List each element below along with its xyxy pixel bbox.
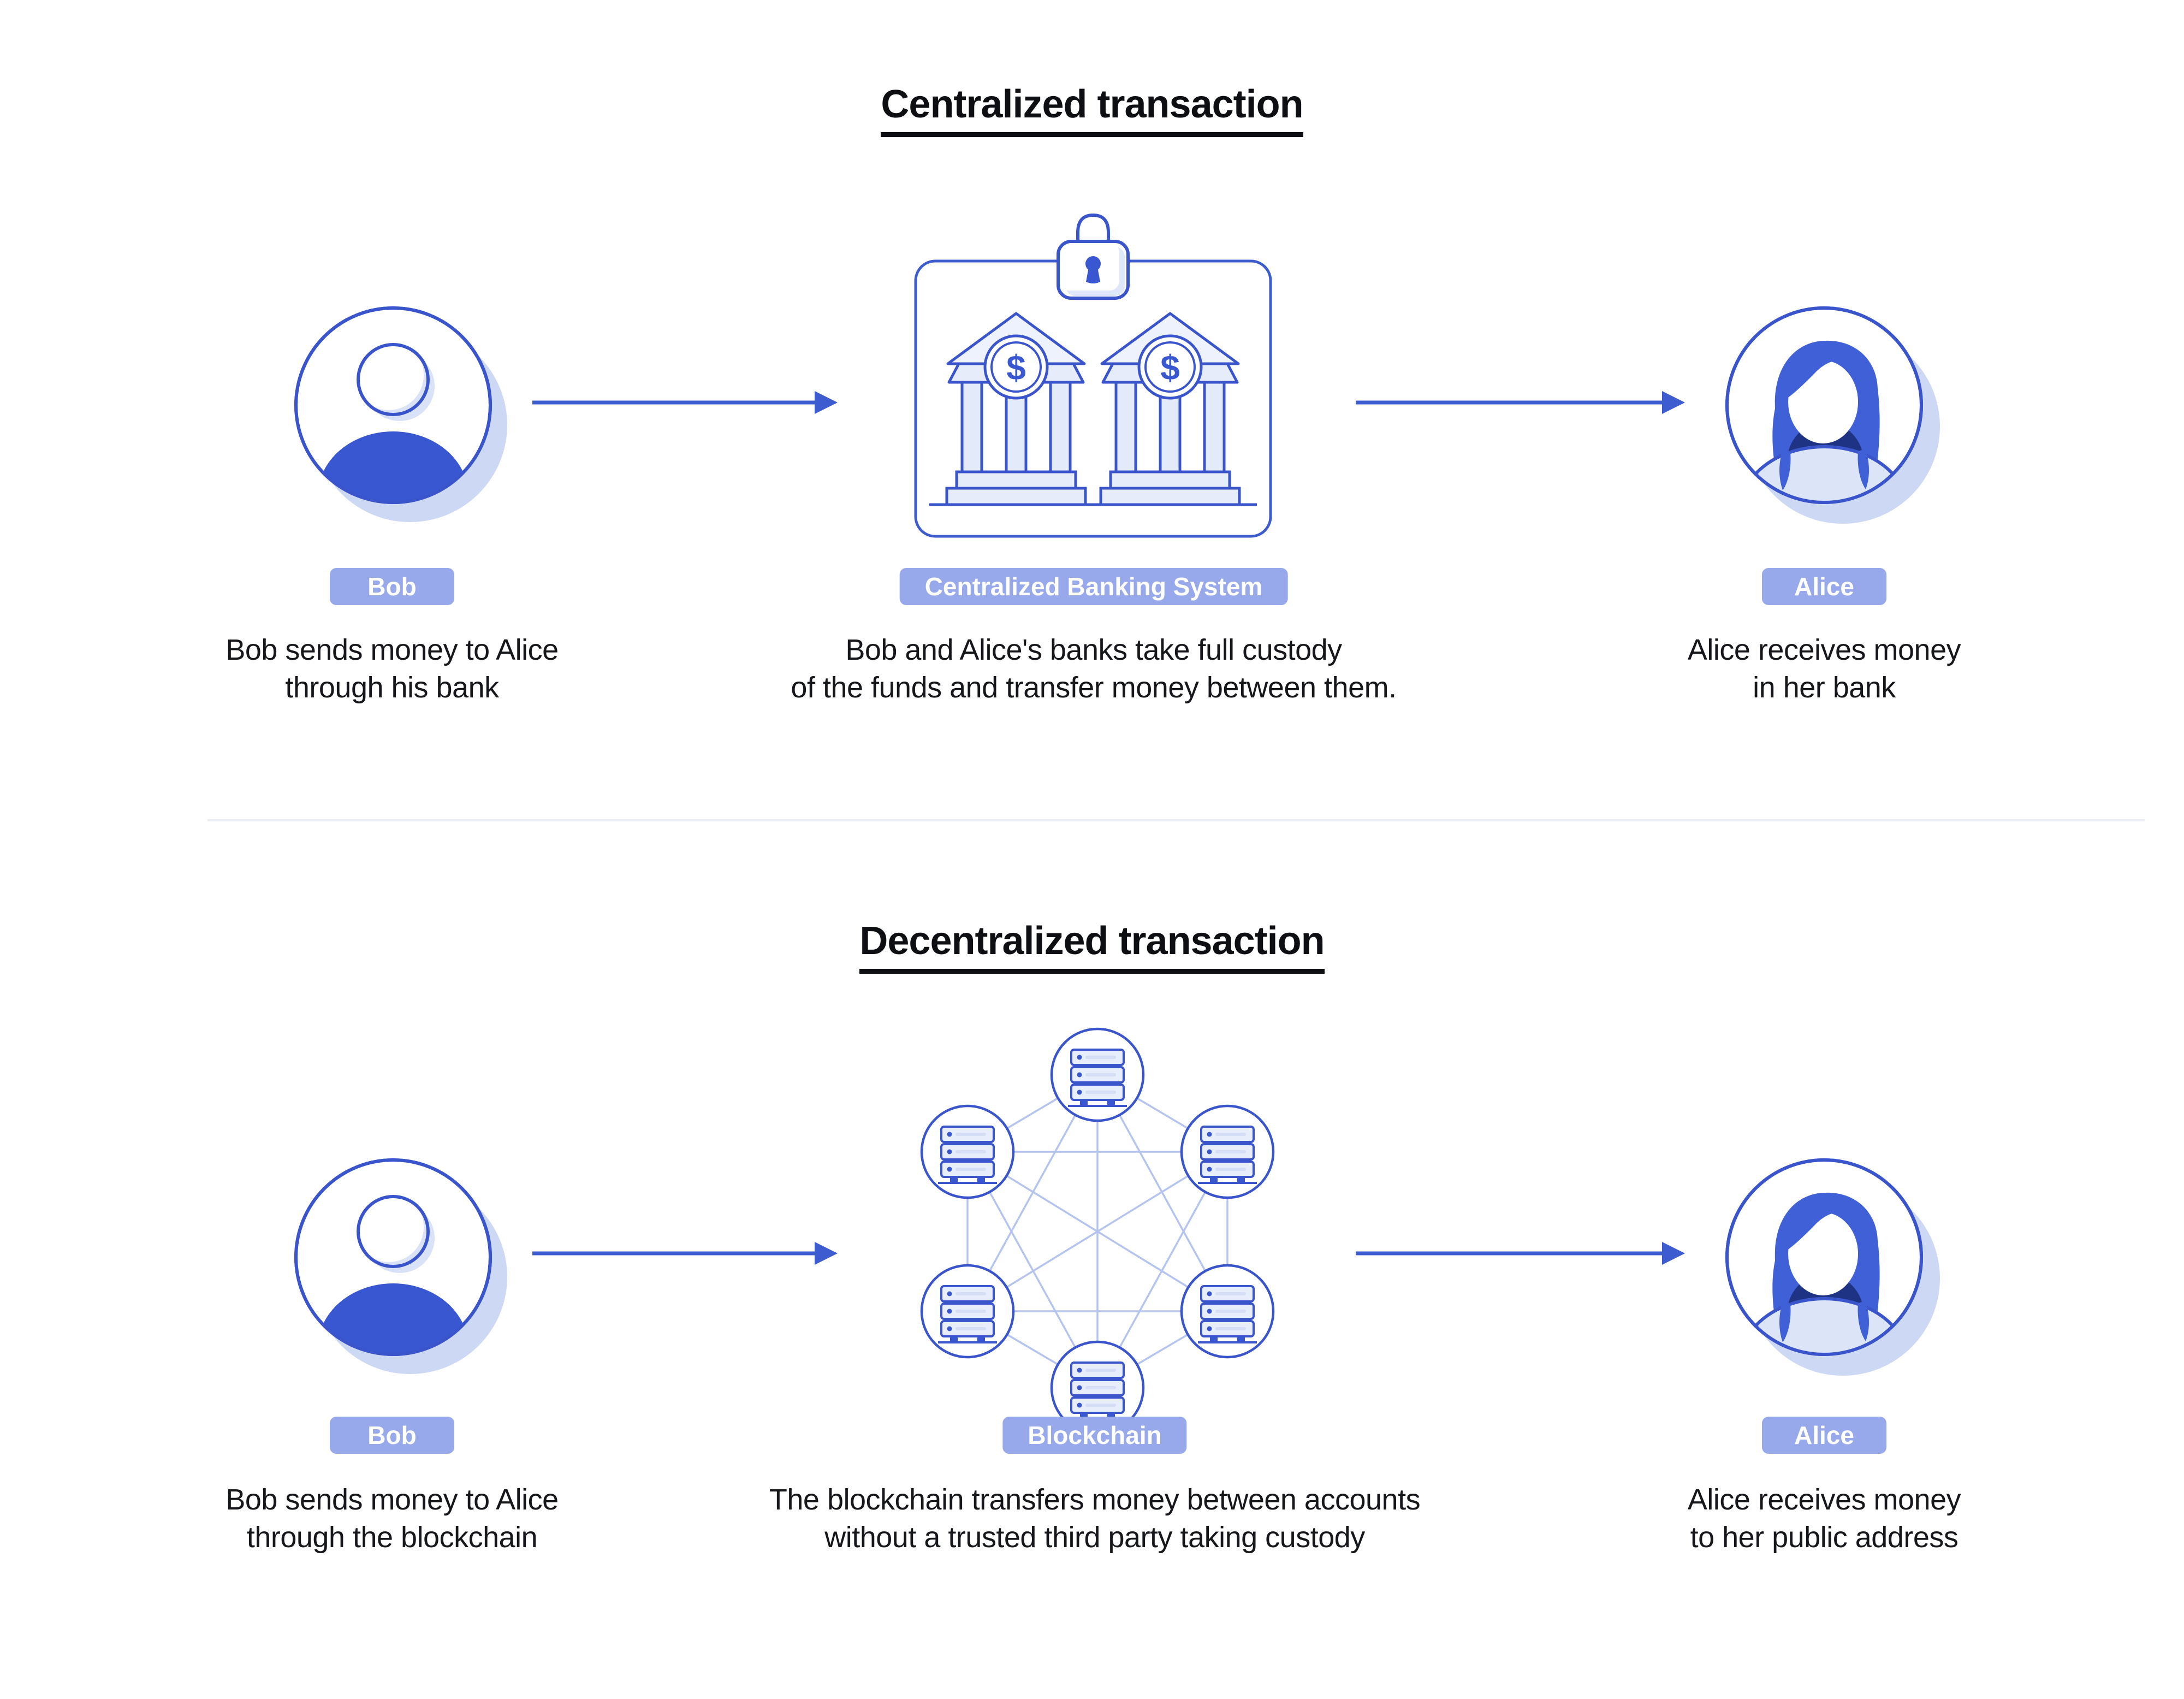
centralized-banking-system-badge: Centralized Banking System: [899, 568, 1288, 605]
server-node-icon: [1180, 1264, 1275, 1359]
bob-caption: Bob sends money to Alice through his ban…: [37, 631, 747, 707]
lock-icon: [1057, 213, 1130, 300]
system-caption: Bob and Alice's banks take full custody …: [739, 631, 1449, 707]
alice-avatar-icon: [1714, 295, 1954, 535]
server-node-icon: [920, 1104, 1015, 1199]
arrow-right-icon: [532, 1242, 838, 1265]
title-text: Centralized transaction: [881, 82, 1304, 137]
arrow-right-icon: [1356, 391, 1685, 414]
caption-line: Bob and Alice's banks take full custody: [845, 634, 1342, 666]
server-node-icon: [1050, 1340, 1145, 1431]
bob-avatar-icon: [283, 295, 523, 535]
caption-line: through his bank: [285, 671, 499, 704]
caption-line: through the blockchain: [246, 1521, 538, 1554]
alice-badge: Alice: [1762, 568, 1886, 605]
alice-avatar-icon: [1714, 1147, 1954, 1387]
title-text: Decentralized transaction: [859, 919, 1325, 974]
caption-line: of the funds and transfer money between …: [791, 671, 1397, 704]
server-node-icon: [1050, 1027, 1145, 1122]
server-node-icon: [1180, 1104, 1275, 1199]
bob-badge: Bob: [330, 568, 454, 605]
arrow-right-icon: [1356, 1242, 1685, 1265]
server-node-icon: [920, 1264, 1015, 1359]
blockchain-badge: Blockchain: [1002, 1417, 1187, 1454]
caption-line: Bob sends money to Alice: [225, 634, 559, 666]
bob-caption: Bob sends money to Alice through the blo…: [37, 1481, 747, 1556]
caption-line: Bob sends money to Alice: [225, 1483, 559, 1516]
caption-line: without a trusted third party taking cus…: [824, 1521, 1365, 1554]
alice-badge: Alice: [1762, 1417, 1886, 1454]
caption-line: Alice receives money: [1687, 634, 1961, 666]
system-caption: The blockchain transfers money between a…: [740, 1481, 1450, 1556]
alice-caption: Alice receives money to her public addre…: [1469, 1481, 2179, 1556]
section-title-centralized: Centralized transaction: [0, 82, 2184, 137]
caption-line: to her public address: [1690, 1521, 1959, 1554]
caption-line: in her bank: [1753, 671, 1896, 704]
bob-avatar-icon: [283, 1147, 523, 1387]
caption-line: Alice receives money: [1687, 1483, 1961, 1516]
caption-line: The blockchain transfers money between a…: [769, 1483, 1421, 1516]
alice-caption: Alice receives money in her bank: [1469, 631, 2179, 707]
arrow-right-icon: [532, 391, 838, 414]
bank-buildings-with-lock-icon: [914, 213, 1272, 538]
section-title-decentralized: Decentralized transaction: [0, 919, 2184, 974]
bob-badge: Bob: [330, 1417, 454, 1454]
server-mesh-network-icon: [920, 1027, 1275, 1431]
section-divider: [207, 819, 2145, 821]
